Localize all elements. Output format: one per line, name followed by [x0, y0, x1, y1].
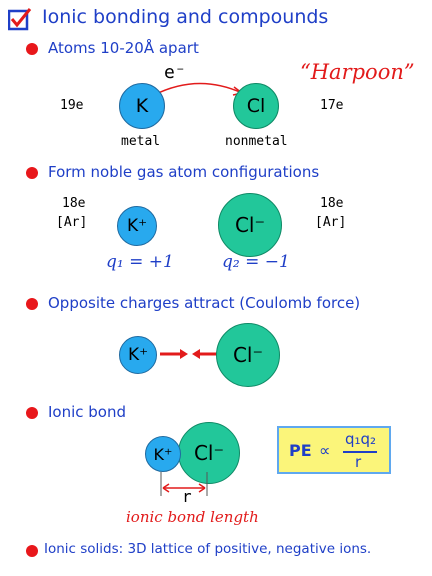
k-ion: K⁺	[117, 206, 157, 246]
bullet-icon	[26, 298, 38, 310]
pe-numerator: q₁q₂	[345, 430, 377, 448]
k-electron-count: 19e	[60, 98, 84, 113]
cl-ion-attract: Cl⁻	[216, 323, 280, 387]
cl-ion-symbol: Cl⁻	[234, 213, 266, 237]
cl-atom-symbol: Cl	[246, 95, 266, 117]
ionic-bond-length-label: ionic bond length	[126, 508, 259, 526]
bullet-icon	[26, 43, 38, 55]
k-ion-bonded: K⁺	[145, 436, 181, 472]
metal-label: metal	[121, 134, 161, 149]
cl-electron-count: 17e	[320, 98, 344, 113]
electron-label: e⁻	[164, 62, 186, 83]
bond-length-indicator	[160, 472, 208, 496]
section-heading-coulomb: Opposite charges attract (Coulomb force)	[48, 294, 361, 312]
pe-denominator: r	[355, 453, 362, 471]
fraction-bar	[343, 451, 377, 453]
cl-atom: Cl	[233, 83, 279, 129]
cl-ion-electron-count: 18e	[320, 196, 344, 211]
k-atom-symbol: K	[135, 95, 149, 117]
proportional-symbol: ∝	[319, 441, 331, 460]
k-ion-config: [Ar]	[56, 215, 88, 230]
k-ion-bonded-symbol: K⁺	[153, 444, 173, 464]
section-heading-ionic-bond: Ionic bond	[48, 403, 127, 421]
section-heading-noble-gas: Form noble gas atom configurations	[48, 163, 320, 181]
k-ion-attract: K⁺	[119, 336, 157, 374]
bullet-icon	[26, 545, 38, 557]
section-heading-ionic-solids: Ionic solids: 3D lattice of positive, ne…	[44, 541, 372, 557]
k-ion-attract-symbol: K⁺	[127, 345, 149, 365]
k-ion-electron-count: 18e	[62, 196, 86, 211]
checkbox-icon	[7, 8, 32, 31]
cl-ion-attract-symbol: Cl⁻	[232, 343, 264, 367]
k-ion-symbol: K⁺	[126, 216, 148, 236]
cl-ion-bonded: Cl⁻	[178, 422, 240, 484]
pe-formula-box: PE ∝ q₁q₂ r	[277, 426, 391, 474]
page-title: Ionic bonding and compounds	[42, 6, 329, 28]
r-label: r	[182, 487, 192, 506]
bullet-icon	[26, 167, 38, 179]
q1-label: q₁ = +1	[106, 252, 174, 272]
section-heading-atoms: Atoms 10-20Å apart	[48, 39, 199, 57]
cl-ion-config: [Ar]	[315, 215, 347, 230]
attraction-arrows	[160, 349, 220, 359]
k-atom: K	[119, 83, 165, 129]
cl-ion: Cl⁻	[218, 193, 282, 257]
bullet-icon	[26, 407, 38, 419]
q2-label: q₂ = −1	[222, 252, 290, 272]
pe-label: PE	[289, 441, 312, 460]
cl-ion-bonded-symbol: Cl⁻	[193, 441, 225, 465]
harpoon-label: “Harpoon”	[300, 60, 415, 84]
nonmetal-label: nonmetal	[225, 134, 288, 149]
